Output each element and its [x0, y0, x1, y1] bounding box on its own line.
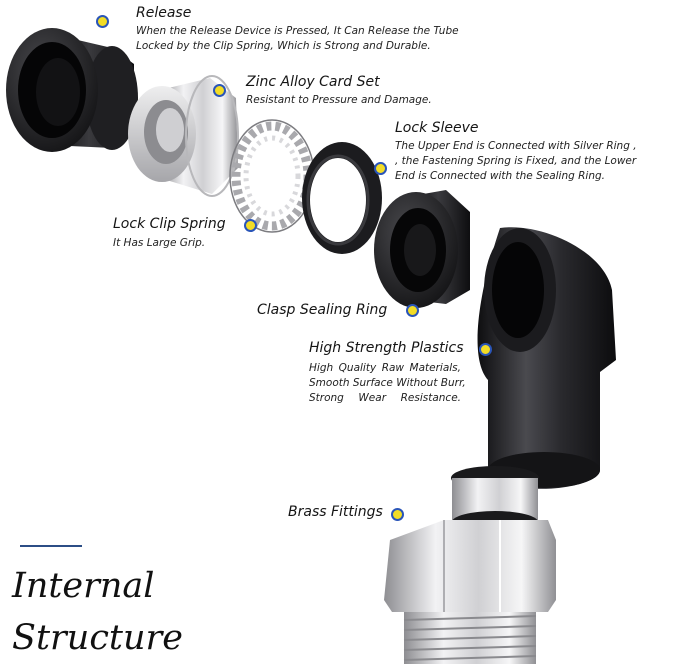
zinc-alloy-card-set-dot [213, 84, 226, 97]
brass-fittings-title: Brass Fittings [288, 504, 383, 520]
lock-sleeve-dot [374, 162, 387, 175]
zinc-alloy-card-set [128, 75, 239, 197]
lock-sleeve-description-line: End is Connected with the Sealing Ring. [395, 170, 605, 182]
high-strength-plastics-description-line: High Quality Raw Materials, [309, 362, 461, 374]
clasp-sealing-ring-dot [406, 304, 419, 317]
lock-clip-spring-description: It Has Large Grip. [113, 236, 205, 251]
release-description-line: Locked by the Clip Spring, Which is Stro… [136, 40, 431, 52]
brass-fittings [384, 466, 556, 664]
release-description-line: When the Release Device is Pressed, It C… [136, 25, 459, 37]
release-collar [6, 28, 138, 152]
lock-sleeve-title: Lock Sleeve [395, 120, 479, 136]
heading-divider [20, 545, 82, 547]
release-title: Release [136, 5, 192, 21]
lock-clip-spring-description-line: It Has Large Grip. [113, 237, 206, 249]
brass-fittings-dot [391, 508, 404, 521]
heading-line-internal: Internal [12, 566, 155, 606]
elbow-body [477, 227, 616, 489]
zinc-alloy-card-set-description: Resistant to Pressure and Damage. [246, 93, 432, 108]
clasp-sealing-ring [374, 190, 470, 308]
zinc-alloy-card-set-description-line: Resistant to Pressure and Damage. [246, 94, 432, 106]
heading-line-structure: Structure [12, 618, 183, 658]
lock-sleeve-description: The Upper End is Connected with Silver R… [395, 139, 637, 184]
lock-clip-spring-dot [244, 219, 257, 232]
lock-clip-spring-title: Lock Clip Spring [113, 216, 226, 232]
release-dot [96, 15, 109, 28]
high-strength-plastics-description-line: Strong Wear Resistance. [309, 392, 461, 404]
lock-clip-spring [229, 119, 315, 233]
zinc-alloy-card-set-title: Zinc Alloy Card Set [246, 74, 380, 90]
clasp-sealing-ring-title: Clasp Sealing Ring [257, 302, 388, 318]
high-strength-plastics-description: High Quality Raw Materials, Smooth Surfa… [309, 361, 466, 406]
lock-sleeve [302, 142, 382, 254]
lock-sleeve-description-line: The Upper End is Connected with Silver R… [395, 140, 637, 152]
release-description: When the Release Device is Pressed, It C… [136, 24, 459, 54]
high-strength-plastics-description-line: Smooth Surface Without Burr, [309, 377, 466, 389]
lock-sleeve-description-line: , the Fastening Spring is Fixed, and the… [395, 155, 637, 167]
high-strength-plastics-dot [479, 343, 492, 356]
high-strength-plastics-title: High Strength Plastics [309, 340, 464, 356]
